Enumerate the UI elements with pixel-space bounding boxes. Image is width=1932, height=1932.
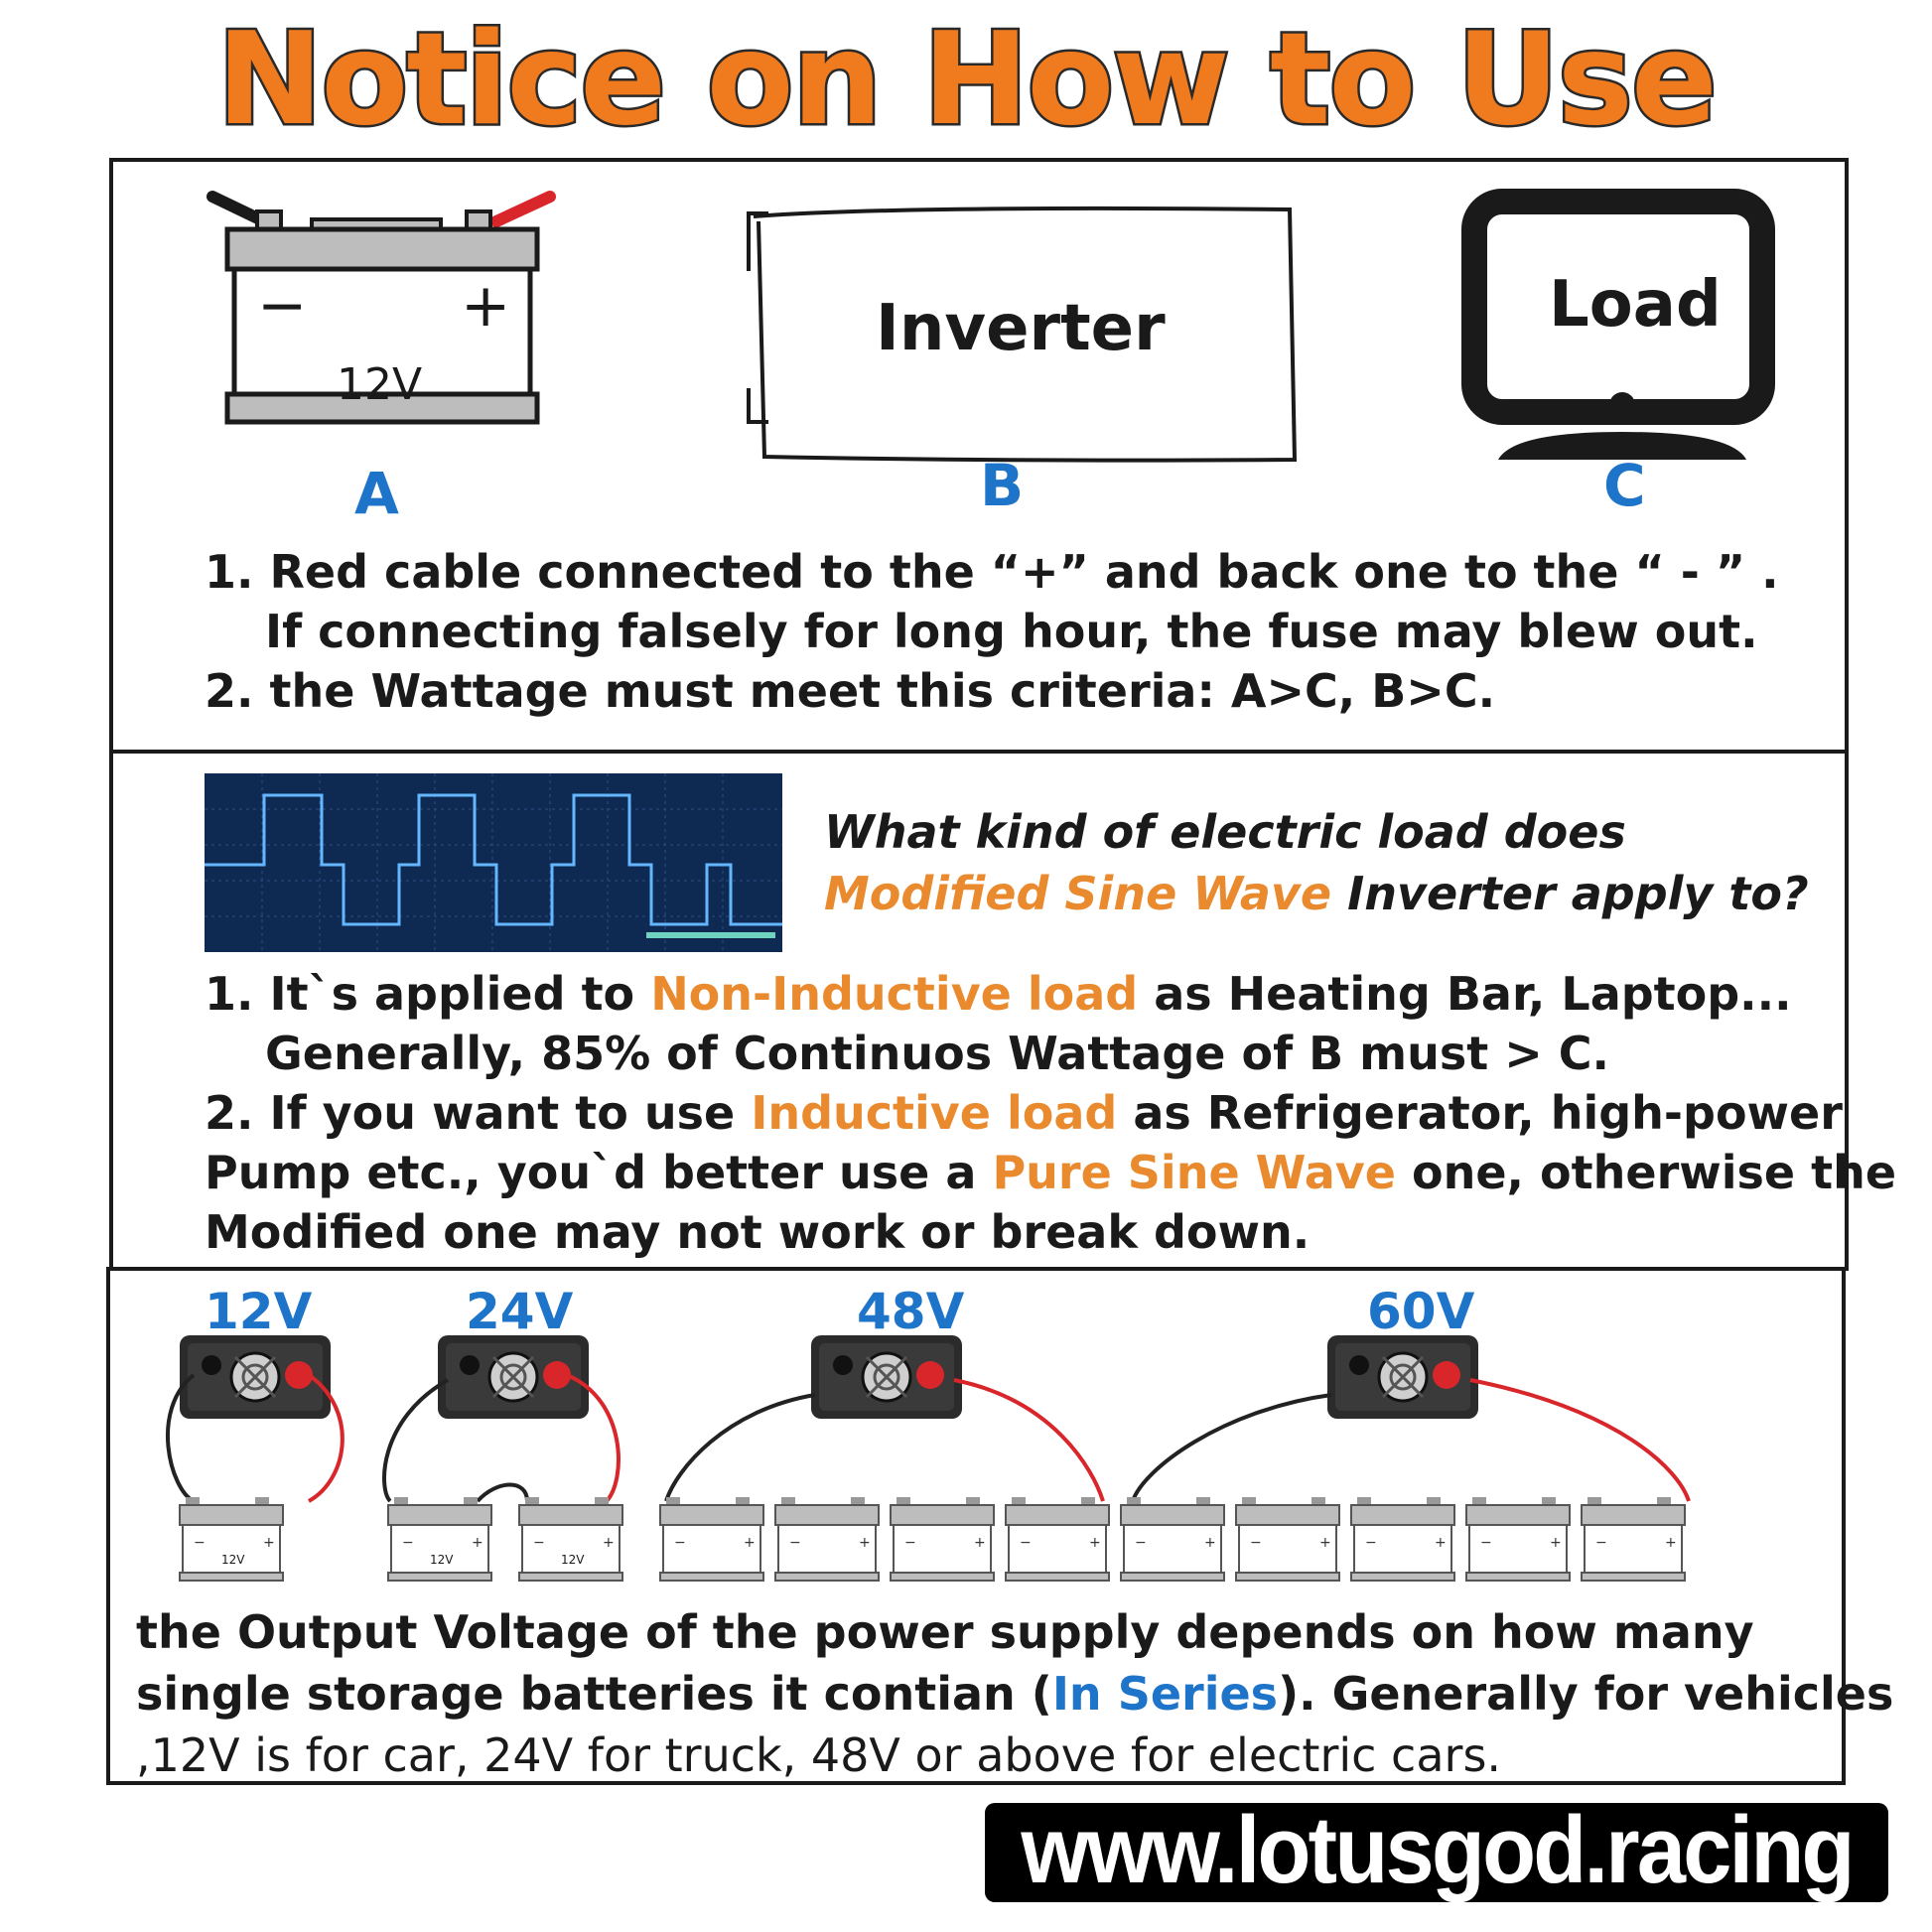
voltage-60v: 60V: [1367, 1283, 1475, 1340]
battery-minus: −: [257, 271, 308, 341]
wave-line-4: Pump etc., you`d better use a Pure Sine …: [205, 1146, 1897, 1199]
wave-panel: What kind of electric load does Modified…: [109, 750, 1896, 1271]
voltage-24v: 24V: [466, 1283, 574, 1340]
battery-icon: [207, 191, 556, 425]
battery-voltage: 12V: [337, 359, 423, 410]
in-series-highlight: In Series: [1051, 1667, 1279, 1721]
load-label: Load: [1549, 268, 1722, 342]
battery-label-12v-b: 12V: [430, 1553, 454, 1567]
battery-label-12v-a: 12V: [221, 1553, 245, 1567]
battery-series-diagram: − +: [166, 1333, 1691, 1582]
voltage-line-2: single storage batteries it contian (In …: [136, 1667, 1894, 1721]
battery-plus: +: [461, 271, 511, 341]
connection-panel: − + 12V Inverter Load A B C 1. Red cable…: [109, 158, 1849, 754]
wave-line-5: Modified one may not work or break down.: [205, 1205, 1311, 1259]
instruction-1-note: If connecting falsely for long hour, the…: [265, 605, 1758, 658]
connection-diagram: [207, 189, 1775, 463]
label-a: A: [354, 460, 399, 527]
wave-line-1: 1. It`s applied to Non-Inductive load as…: [205, 967, 1792, 1021]
inverter-label: Inverter: [876, 292, 1166, 365]
non-inductive-highlight: Non-Inductive load: [650, 967, 1139, 1021]
question-line-1: What kind of electric load does: [824, 805, 1626, 859]
instruction-1: 1. Red cable connected to the “+” and ba…: [205, 545, 1779, 599]
wave-line-3: 2. If you want to use Inductive load as …: [205, 1086, 1843, 1140]
footer-url-background: [985, 1803, 1888, 1902]
inductive-highlight: Inductive load: [751, 1086, 1118, 1140]
voltage-line-3: ,12V is for car, 24V for truck, 48V or a…: [136, 1728, 1502, 1782]
modified-sine-wave-highlight: Modified Sine Wave: [824, 867, 1332, 920]
pure-sine-wave-highlight: Pure Sine Wave: [992, 1146, 1396, 1199]
label-b: B: [980, 452, 1025, 519]
voltage-48v: 48V: [857, 1283, 965, 1340]
monitor-icon: [1461, 189, 1775, 460]
wave-line-2: Generally, 85% of Continuos Wattage of B…: [265, 1027, 1610, 1080]
oscilloscope-image: [205, 773, 782, 952]
label-c: C: [1603, 452, 1646, 519]
voltage-line-1: the Output Voltage of the power supply d…: [136, 1605, 1754, 1659]
inverter-box: [747, 206, 1298, 463]
voltage-panel: 12V 24V 48V 60V − +: [106, 1267, 1893, 1785]
page-title: Notice on How to Use: [214, 4, 1721, 157]
voltage-12v: 12V: [205, 1283, 313, 1340]
instruction-2: 2. the Wattage must meet this criteria: …: [205, 664, 1496, 718]
footer-url: www.lotusgod.racing: [1021, 1797, 1855, 1903]
question-line-2: Modified Sine Wave Inverter apply to?: [824, 867, 1809, 920]
battery-label-12v-c: 12V: [561, 1553, 585, 1567]
